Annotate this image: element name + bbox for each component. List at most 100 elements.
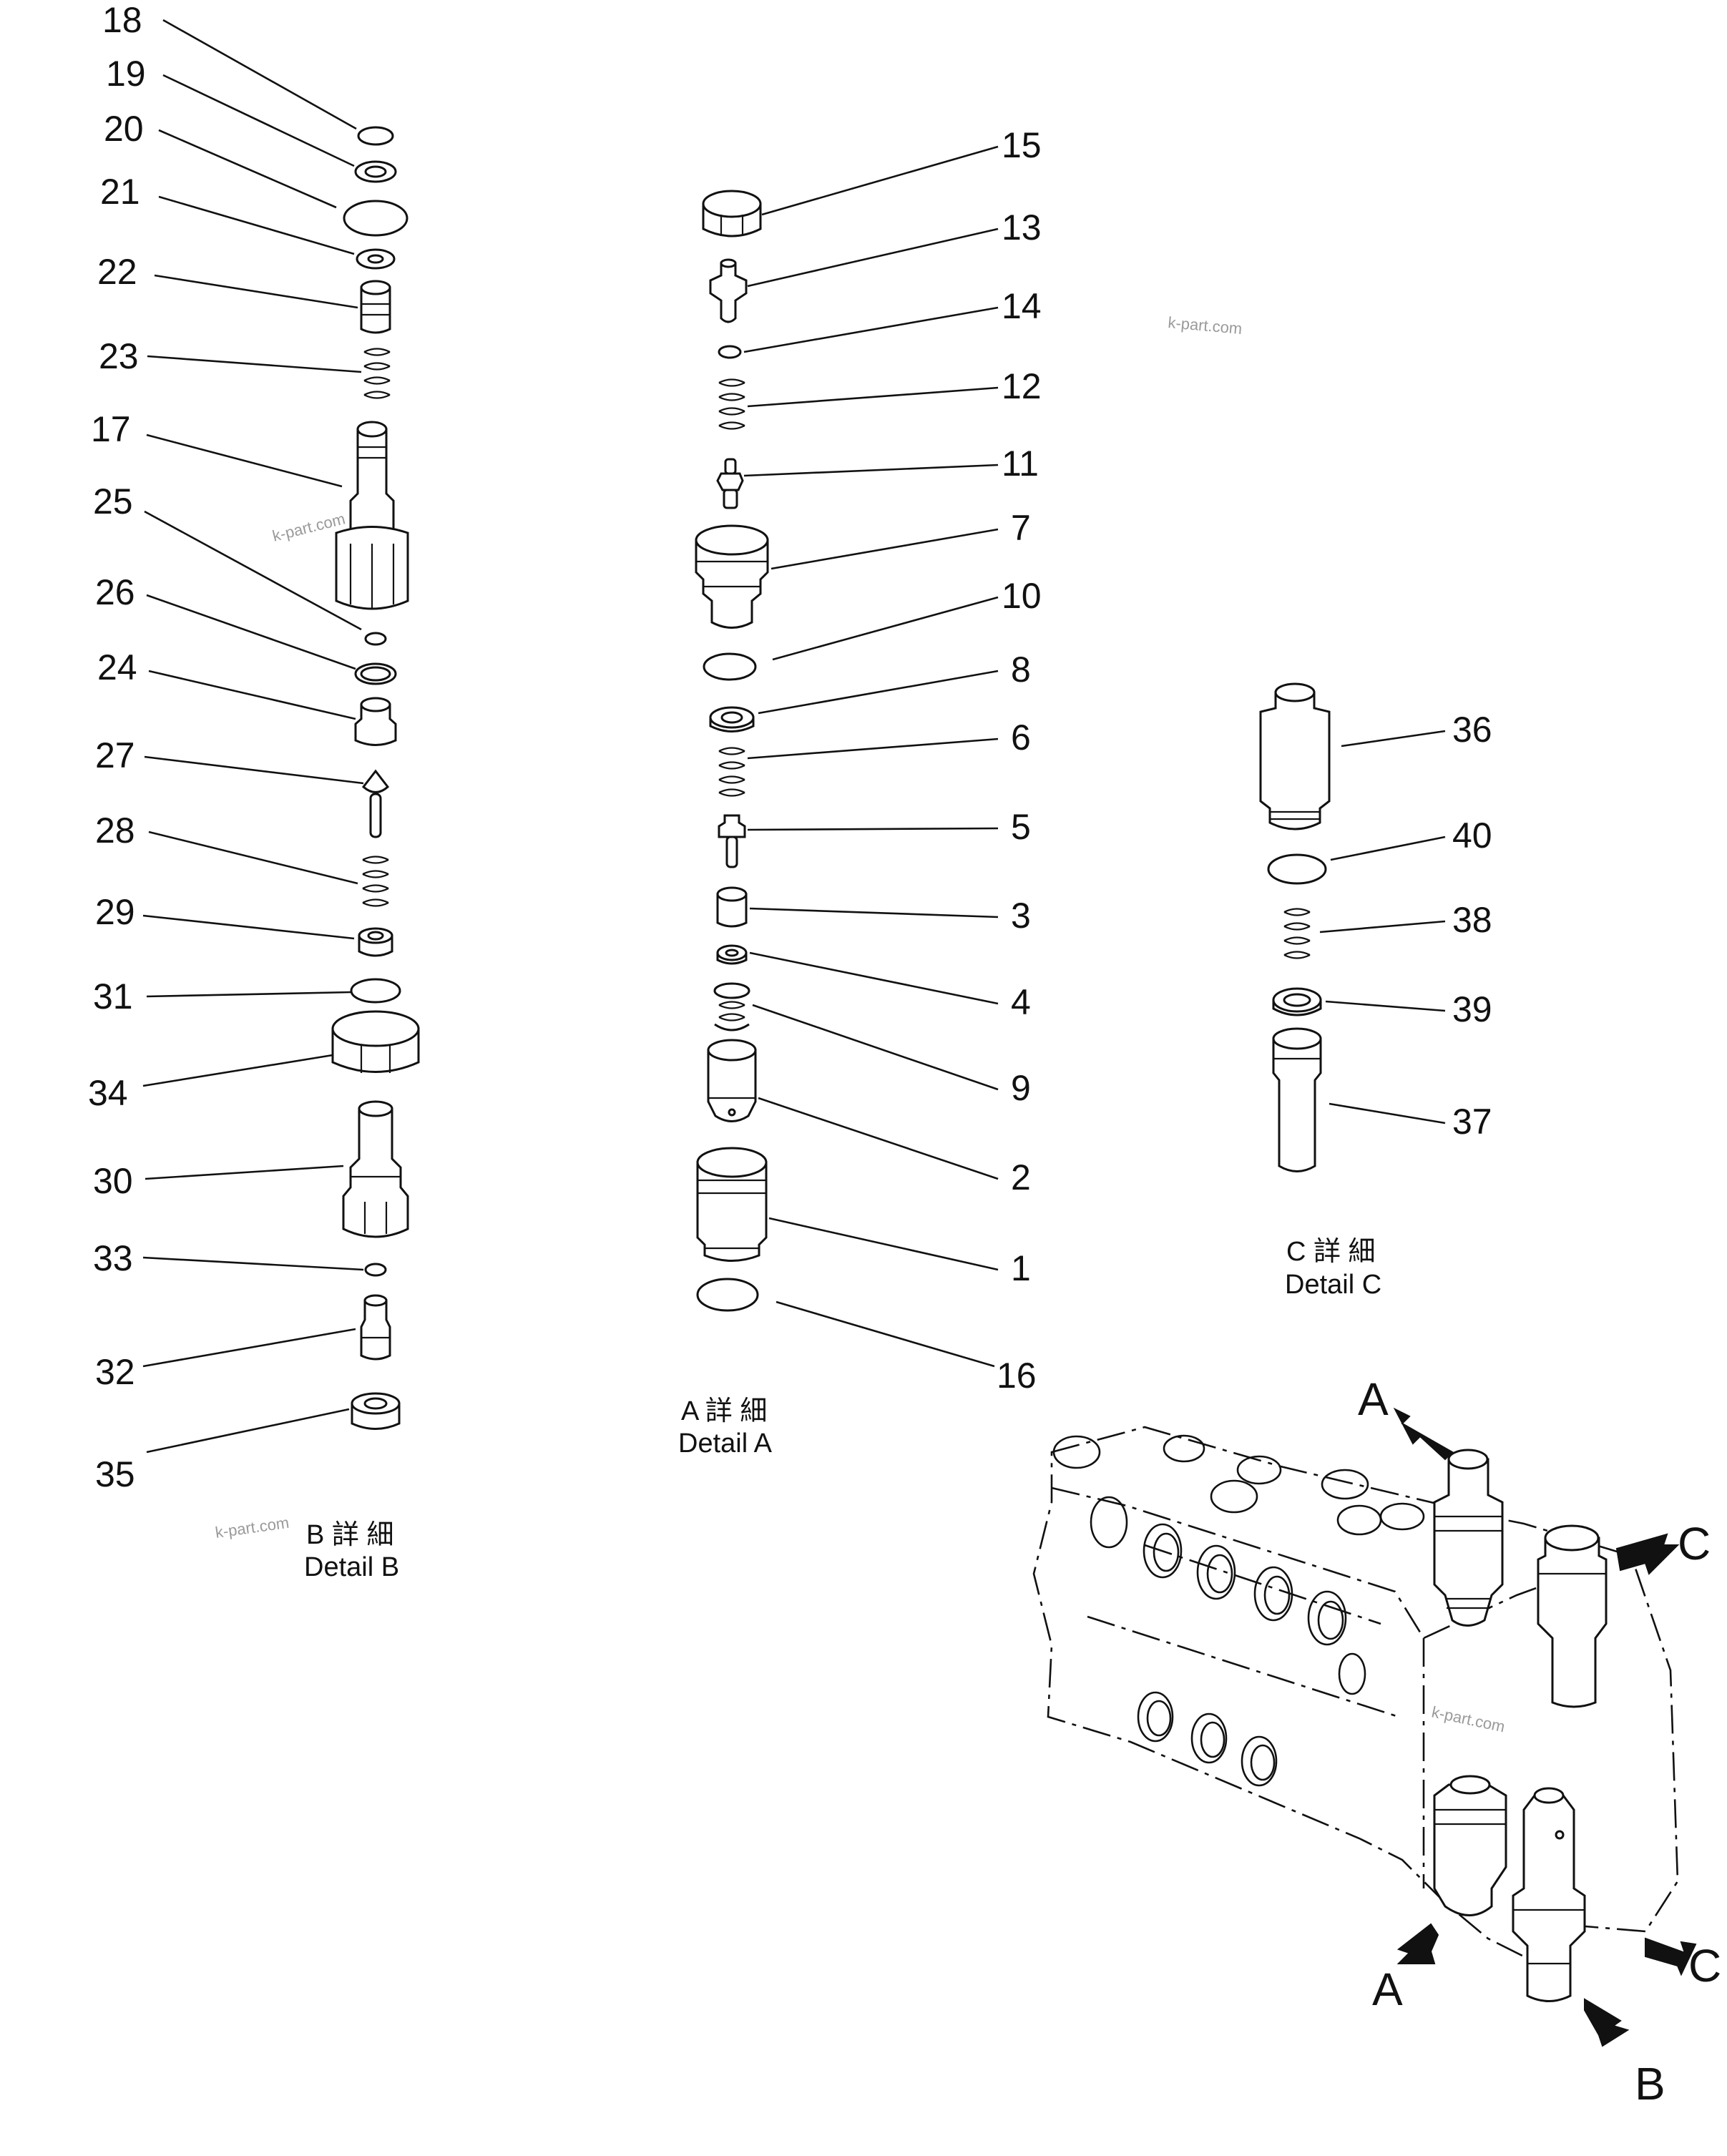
callout-5: 5 [1011, 807, 1031, 847]
callout-30: 30 [93, 1161, 133, 1201]
valve-assembly-view [1032, 1407, 1697, 2047]
callout-6: 6 [1011, 717, 1031, 758]
detail-c-parts [1259, 682, 1331, 1172]
part-14-o-ring [718, 345, 742, 359]
assembly-valve-a-top [1433, 1449, 1504, 1627]
callout-13: 13 [1002, 207, 1042, 248]
part-22-plug [360, 280, 391, 334]
part-19-backup-ring [354, 160, 397, 183]
callout-32: 32 [95, 1352, 135, 1392]
part-13-adjust-screw [709, 258, 748, 323]
part-5-poppet [718, 814, 746, 868]
part-34-nut [331, 1010, 420, 1073]
callout-15: 15 [1002, 125, 1042, 165]
callout-37: 37 [1452, 1102, 1492, 1142]
callout-29: 29 [95, 892, 135, 932]
part-25-o-ring [364, 632, 387, 646]
callout-16: 16 [997, 1356, 1037, 1396]
view-label-a-top: A [1358, 1373, 1389, 1425]
part-28-spring [361, 856, 390, 907]
arrow-c-top [1615, 1533, 1680, 1575]
part-32-plug [360, 1294, 391, 1361]
leader-lines [142, 19, 1446, 1454]
part-6-spring [718, 747, 746, 797]
part-27-poppet [361, 769, 390, 838]
part-26-ring [354, 662, 397, 685]
callout-19: 19 [106, 54, 146, 94]
view-label-c-top: C [1678, 1518, 1711, 1569]
callout-17: 17 [91, 409, 131, 449]
callout-28: 28 [95, 810, 135, 851]
part-37-plunger [1272, 1027, 1322, 1172]
detail-b-parts [331, 126, 420, 1430]
part-31-o-ring [350, 978, 401, 1004]
callout-2: 2 [1011, 1157, 1031, 1197]
detail-captions: A 詳 細 Detail A B 詳 細 Detail B C 詳 細 Deta… [304, 1237, 1381, 1582]
callout-11: 11 [1002, 444, 1039, 484]
part-33-o-ring [364, 1263, 387, 1277]
part-20-o-ring [343, 200, 408, 237]
callout-26: 26 [95, 572, 135, 612]
callout-12: 12 [1002, 366, 1042, 406]
callout-24: 24 [97, 647, 137, 687]
callout-33: 33 [93, 1238, 133, 1278]
callout-3: 3 [1011, 896, 1031, 936]
detail-a-parts [695, 190, 769, 1312]
callout-23: 23 [99, 336, 139, 376]
part-10-o-ring [703, 652, 757, 681]
callout-35: 35 [95, 1454, 135, 1494]
part-24-seat [354, 697, 397, 746]
watermark: k-part.com [214, 1514, 290, 1542]
detail-c-caption-en: Detail C [1285, 1270, 1381, 1300]
callout-36: 36 [1452, 710, 1492, 750]
view-label-a-bottom: A [1372, 1964, 1403, 2015]
watermark: k-part.com [1430, 1702, 1507, 1735]
callout-40: 40 [1452, 815, 1492, 856]
part-16-o-ring [696, 1278, 759, 1312]
part-12-spring [718, 378, 746, 430]
callout-27: 27 [95, 735, 135, 775]
callout-25: 25 [93, 481, 133, 521]
part-11-pilot-poppet [716, 458, 744, 509]
assembly-valve-b-bottom [1512, 1787, 1586, 2002]
callout-22: 22 [97, 252, 137, 292]
part-3-sleeve [716, 886, 748, 928]
part-39-seat [1272, 987, 1322, 1016]
view-label-b-bottom: B [1635, 2058, 1665, 2110]
callout-20: 20 [104, 109, 144, 149]
view-label-c-bottom: C [1688, 1940, 1721, 1991]
callout-9: 9 [1011, 1068, 1031, 1108]
view-letters: A C A C B [1358, 1373, 1721, 2110]
callout-4: 4 [1011, 982, 1031, 1022]
part-7-valve-body [695, 524, 769, 629]
part-4-ring [716, 944, 748, 965]
part-40-o-ring [1267, 853, 1327, 885]
arrow-c-bottom [1645, 1937, 1697, 1976]
watermark: k-part.com [1168, 313, 1243, 338]
callout-18: 18 [102, 0, 142, 40]
part-9-spring [713, 982, 750, 1032]
part-18-o-ring [357, 126, 394, 146]
callout-31: 31 [93, 976, 133, 1016]
callout-34: 34 [88, 1073, 128, 1113]
part-2-piston [707, 1039, 757, 1122]
part-35-nut [351, 1392, 401, 1430]
callout-numbers: 18 19 20 21 22 23 17 25 26 24 27 28 29 3… [88, 0, 1492, 1494]
callout-7: 7 [1011, 508, 1031, 548]
callout-38: 38 [1452, 900, 1492, 940]
callout-1: 1 [1011, 1248, 1031, 1288]
detail-c-caption-jp: C 詳 細 [1286, 1237, 1376, 1267]
part-29-retainer [358, 927, 393, 957]
part-15-cap-nut [702, 190, 762, 237]
detail-a-caption-jp: A 詳 細 [681, 1396, 767, 1426]
part-36-plug [1259, 682, 1331, 830]
callout-14: 14 [1002, 286, 1042, 326]
part-21-ring [356, 248, 396, 270]
detail-a-caption-en: Detail A [678, 1429, 773, 1459]
part-38-spring [1283, 908, 1311, 959]
detail-b-caption-en: Detail B [304, 1552, 399, 1582]
part-30-plunger-body [342, 1100, 409, 1238]
assembly-valve-a-bottom [1433, 1775, 1507, 1916]
callout-8: 8 [1011, 650, 1031, 690]
